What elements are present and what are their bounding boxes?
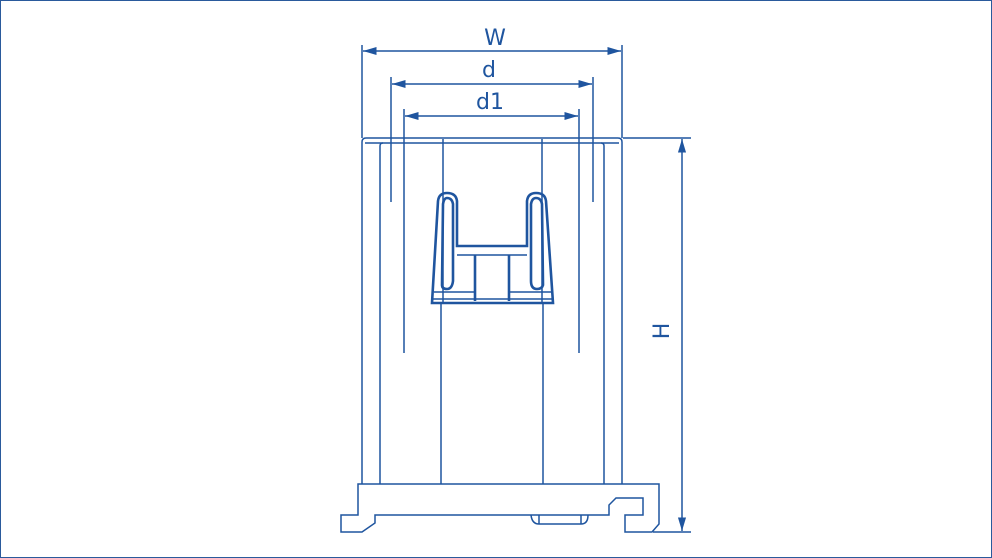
rail-base	[340, 483, 660, 533]
width-label: W	[484, 26, 506, 51]
dimension-d: d	[390, 58, 594, 202]
housing-body	[361, 137, 623, 484]
outer-diameter-label: d	[482, 58, 496, 83]
dimension-w: W	[361, 26, 623, 138]
dimension-d1: d1	[403, 90, 580, 353]
contact-clip	[430, 191, 555, 305]
dimension-h: H	[623, 137, 691, 533]
inner-diameter-label: d1	[476, 90, 504, 115]
height-label: H	[650, 323, 675, 340]
